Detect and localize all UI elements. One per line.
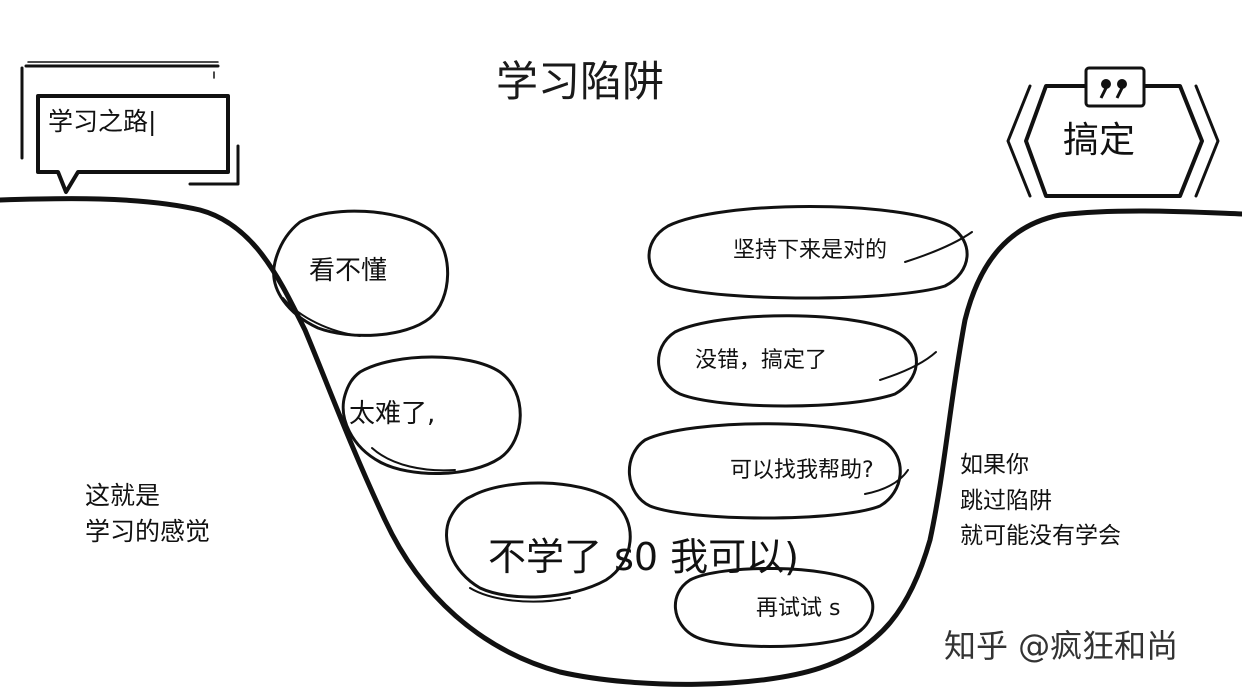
bubble-outline-7 [674, 567, 875, 648]
right-note-line: 跳过陷阱 [960, 487, 1052, 514]
bubble-tail-1 [282, 297, 361, 337]
done-label: 搞定 [1063, 120, 1136, 161]
bubble-tail-6 [864, 469, 909, 495]
bubble-outline-5 [657, 314, 918, 408]
right-note-line: 如果你 [960, 452, 1029, 478]
bubble-outline-4 [647, 205, 969, 300]
bubble-tail-3 [469, 587, 571, 603]
start-label: 学习之路| [48, 107, 157, 136]
right-note-line: 就可能没有学会 [960, 523, 1121, 550]
bubble-tail-4 [904, 231, 973, 263]
bubble-text-1: 看不懂 [309, 256, 388, 286]
watermark: 知乎 @疯狂和尚 [944, 627, 1179, 665]
bubble-outline-6 [628, 422, 902, 520]
bubble-text-7: 再试试 s [756, 596, 841, 621]
left-note-line: 学习的感觉 [85, 517, 211, 547]
left-note-line: 这就是 [85, 481, 161, 510]
bubble-text-6: 可以找我帮助? [730, 458, 874, 483]
quote-icon [1099, 79, 1127, 99]
bubble-outline-1 [272, 209, 450, 337]
bubble-text-5: 没错，搞定了 [695, 348, 828, 373]
bubble-outline-2 [341, 355, 522, 475]
bubble-text-3: 不学了 s0 我可以) [488, 535, 799, 579]
bubble-text-4: 坚持下来是对的 [733, 238, 888, 263]
bubble-tail-2 [371, 447, 456, 472]
bubble-outline-3 [445, 481, 632, 599]
start-speech-box [20, 61, 240, 194]
bubble-text-2: 太难了, [349, 399, 436, 429]
diagram-title: 学习陷阱 [496, 57, 665, 106]
valley-curve [0, 196, 1242, 687]
left-note: 这就是 学习的感觉 [85, 478, 210, 551]
right-note: 如果你 跳过陷阱 就可能没有学会 [960, 448, 1121, 555]
bubble-tail-5 [879, 351, 937, 381]
